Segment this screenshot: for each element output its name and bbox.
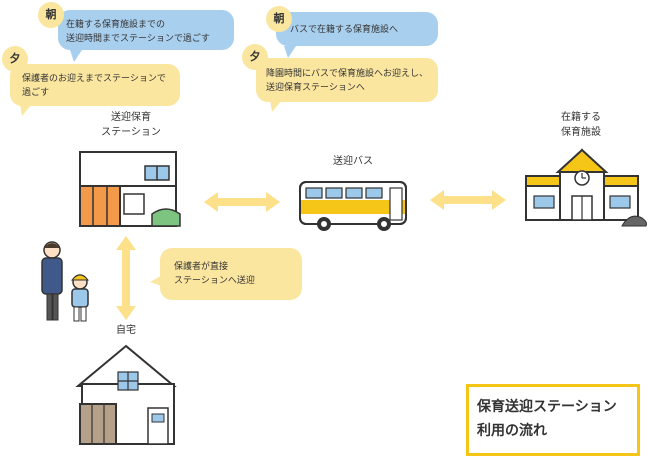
nursery-label-line1: 在籍する [561, 112, 601, 123]
arrow-home-station [116, 236, 136, 320]
bubble-bus-evening-line1: 降園時間にバスで保育施設へお迎えし、 [266, 69, 429, 79]
morning-badge: 朝 [38, 2, 64, 28]
morning-badge: 朝 [266, 6, 292, 32]
nursery-label: 在籍する 保育施設 [536, 110, 626, 140]
bubble-station-evening: 保護者のお迎えまでステーションで 過ごす [10, 64, 180, 106]
home-label: 自宅 [116, 325, 136, 336]
arrow-station-bus [204, 192, 280, 212]
bubble-bus-evening-line2: 送迎保育ステーションへ [266, 83, 365, 93]
diagram-title-box: 保育送迎ステーション 利用の流れ [466, 384, 640, 456]
station-label-line2: ステーション [101, 127, 161, 138]
arrow-bus-nursery [430, 190, 506, 210]
station-label: 送迎保育 ステーション [86, 110, 176, 140]
bubble-station-morning-line2: 送迎時間までステーションで過ごす [66, 34, 210, 44]
bubble-bus-morning-text: バスで在籍する保育施設へ [290, 25, 399, 35]
bubble-guardian-line2: ステーションへ送迎 [174, 276, 255, 286]
parent-and-child [41, 241, 90, 322]
bubble-bus-morning: バスで在籍する保育施設へ [276, 12, 438, 46]
nursery-building [525, 148, 647, 227]
evening-badge: 夕 [242, 44, 268, 70]
title-line2: 利用の流れ [477, 423, 547, 439]
bus-label: 送迎バス [333, 156, 373, 167]
bubble-station-morning: 在籍する保育施設までの 送迎時間までステーションで過ごす [58, 10, 234, 50]
station-building [79, 151, 181, 227]
bubble-station-morning-line1: 在籍する保育施設までの [66, 20, 166, 30]
bubble-station-evening-line1: 保護者のお迎えまでステーションで [22, 74, 166, 84]
home-building [75, 344, 177, 445]
title-line1: 保育送迎ステーション [477, 399, 617, 415]
bubble-station-evening-line2: 過ごす [22, 88, 50, 98]
nursery-label-line2: 保育施設 [561, 127, 601, 138]
station-label-line1: 送迎保育 [111, 112, 151, 123]
evening-badge: 夕 [2, 46, 28, 72]
bus [299, 181, 407, 231]
bubble-guardian-line1: 保護者が直接 [174, 262, 229, 272]
bubble-guardian: 保護者が直接 ステーションへ送迎 [160, 248, 302, 300]
bubble-bus-evening: 降園時間にバスで保育施設へお迎えし、 送迎保育ステーションへ [256, 58, 438, 102]
